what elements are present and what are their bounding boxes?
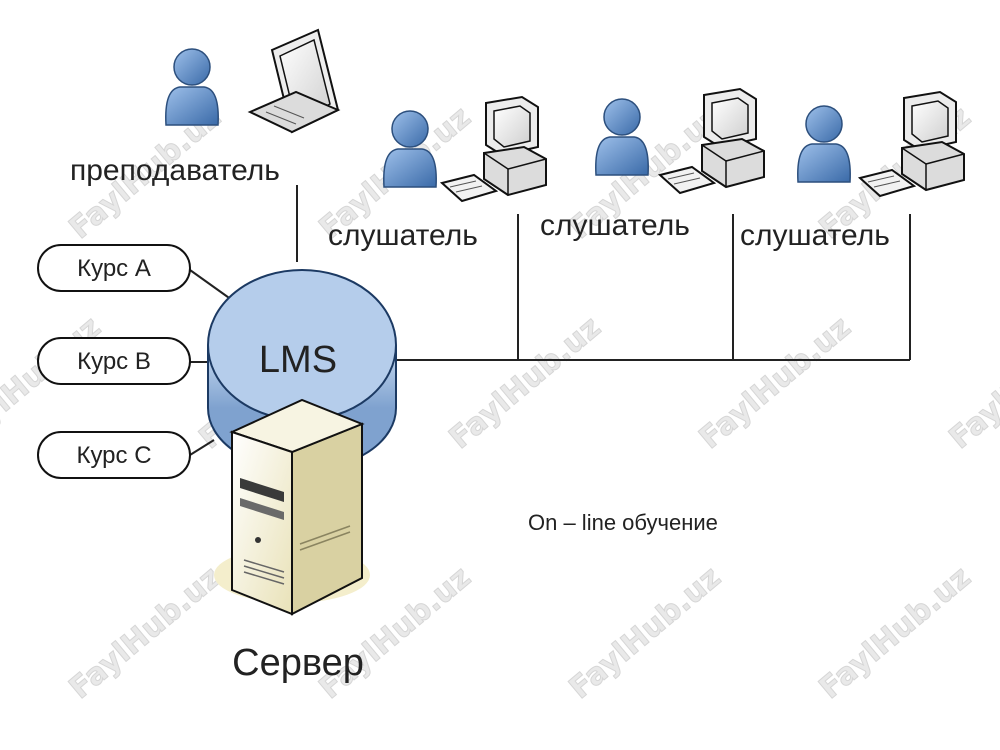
student3-label: слушатель [740, 219, 890, 252]
teacher-node [165, 28, 341, 134]
student2-person-icon [595, 98, 649, 176]
course-list: Курс A Курс B Курс C [37, 244, 191, 479]
watermark-text: FaylHub.uz [813, 560, 978, 706]
lms-label: LMS [259, 339, 337, 381]
online-learning-label: On – line обучение [528, 510, 718, 535]
student-node-3 [797, 91, 965, 197]
server-label: Сервер [232, 642, 364, 684]
course-b-label: Курс B [77, 348, 151, 375]
teacher-person-icon [165, 48, 219, 126]
teacher-label: преподаватель [70, 154, 280, 187]
course-c-label: Курс C [76, 442, 151, 469]
connection-lines [189, 185, 911, 456]
course-b: Курс B [37, 337, 191, 385]
watermark-text: FaylHub.uz [563, 560, 728, 706]
course-c: Курс C [37, 431, 191, 479]
server-tower [214, 398, 370, 616]
student3-person-icon [797, 105, 851, 183]
course-a-label: Курс A [77, 255, 151, 282]
course-c-link [189, 439, 215, 456]
watermark-text: FaylHub.uz [443, 310, 608, 456]
course-a-link [189, 269, 233, 301]
watermark-text: FaylHub.uz [943, 310, 1000, 456]
watermark-text: FaylHub.uz [63, 560, 228, 706]
student3-computer-icon [859, 91, 965, 197]
student1-label: слушатель [328, 219, 478, 252]
watermark-text: FaylHub.uz [693, 310, 858, 456]
student2-label: слушатель [540, 209, 690, 242]
laptop-icon [247, 28, 341, 134]
course-a: Курс A [37, 244, 191, 292]
